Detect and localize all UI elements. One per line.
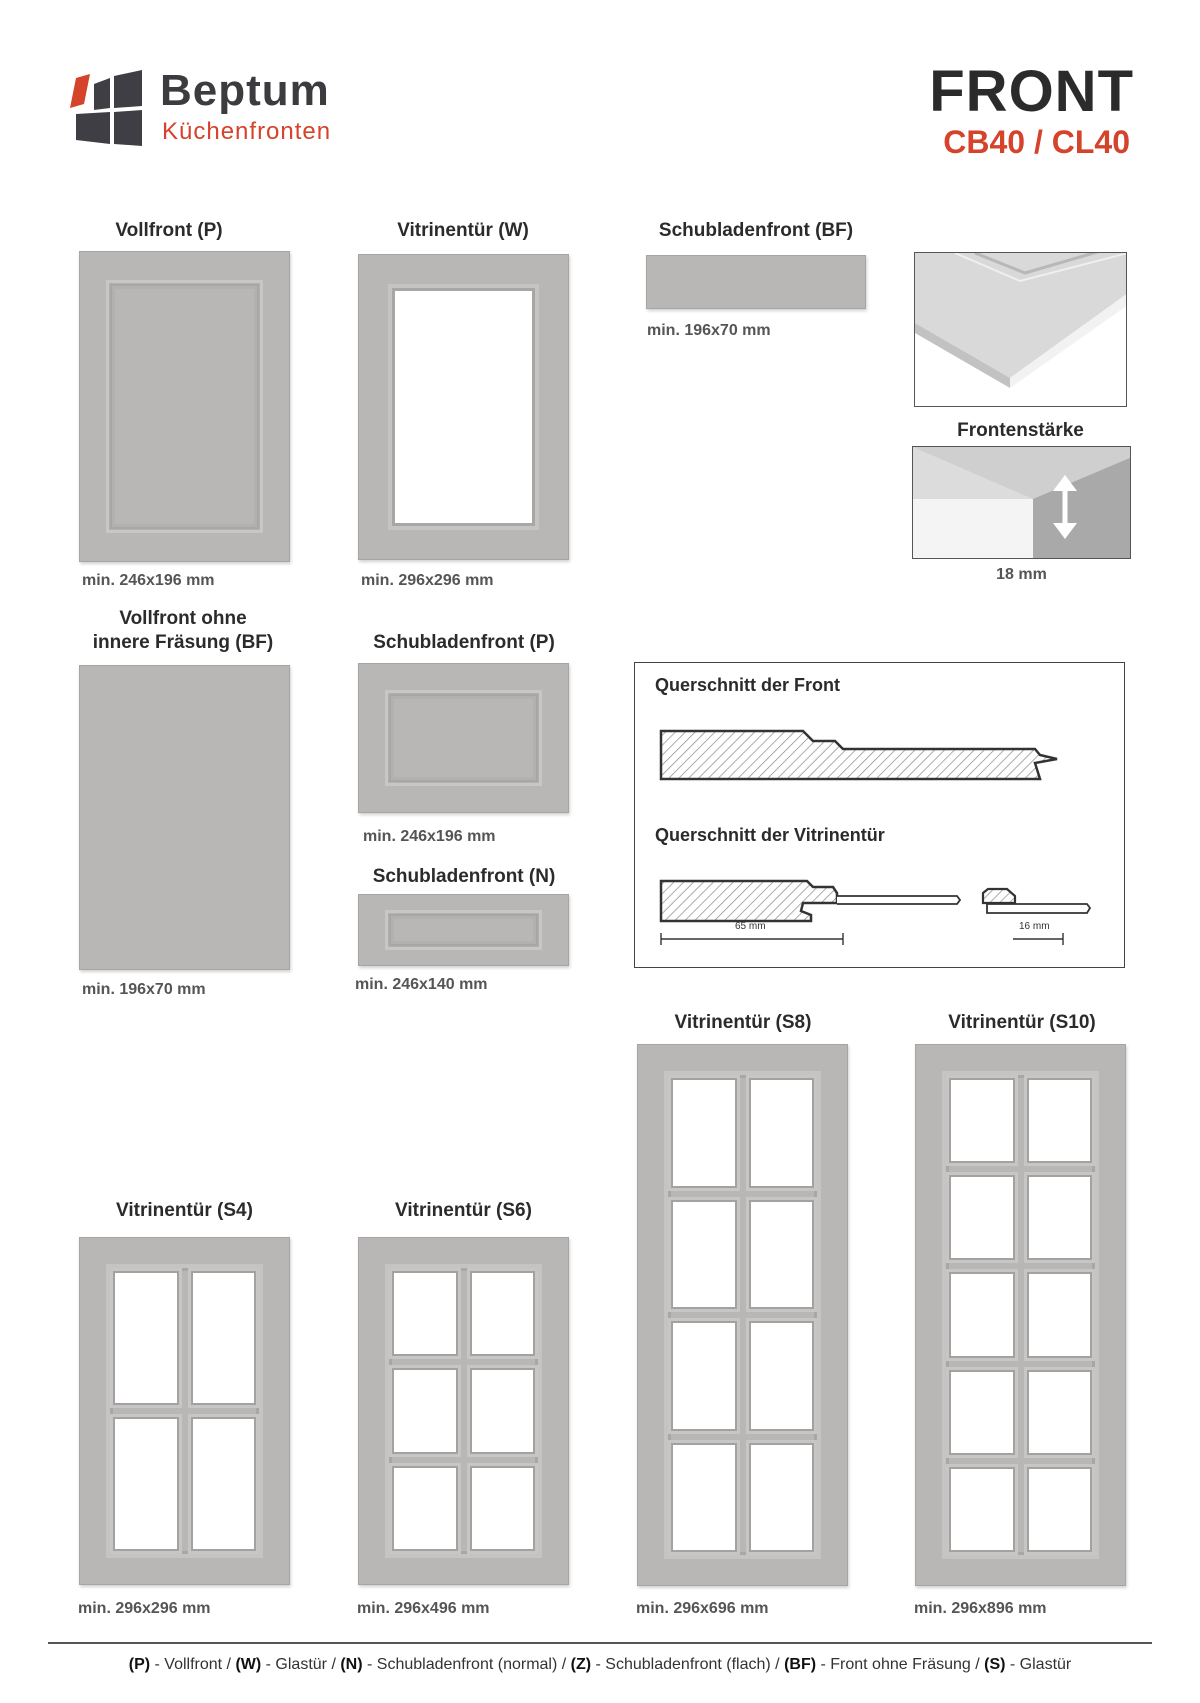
s10-min: min. 296x896 mm [914,1600,1047,1617]
schub-n-min: min. 246x140 mm [355,976,488,993]
legend-text-z: - Schubladenfront (flach) / [591,1656,785,1673]
header-models: CB40 / CL40 [943,124,1130,160]
legend-text-p: - Vollfront / [150,1656,236,1673]
legend-text-bf: - Front ohne Fräsung / [816,1656,985,1673]
schub-bf-title: Schubladenfront (BF) [658,220,854,241]
legend-text-w: - Glastür / [261,1656,341,1673]
footer-legend: (P) - Vollfront / (W) - Glastür / (N) - … [0,1656,1200,1674]
glass-pane [1026,1369,1092,1455]
vollfront-bf-panel [79,665,290,970]
schub-n-title: Schubladenfront (N) [372,866,556,887]
cross-section-box: Querschnitt der Front Querschnitt der Vi… [634,662,1125,968]
header-front: FRONT [929,59,1134,124]
glass-pane [1026,1466,1092,1552]
s4-min: min. 296x296 mm [78,1600,211,1617]
front-perspective-image [914,252,1127,407]
thickness-image [912,446,1131,559]
legend-text-s: - Glastür [1005,1656,1072,1673]
vitrine-w-panel [358,254,569,560]
vollfront-p-panel [79,251,290,562]
glass-pane [949,1369,1015,1455]
cross-section-dim-65: 65 mm [735,921,766,932]
s8-title: Vitrinentür (S8) [674,1012,812,1033]
logo-mark-icon [70,70,142,146]
s4-panel [79,1237,290,1585]
glass-frame [668,1075,817,1555]
s10-title: Vitrinentür (S10) [948,1012,1096,1033]
vollfront-bf-min: min. 196x70 mm [82,981,206,998]
brand-logo: Beptum Küchenfronten [70,66,370,148]
s8-panel [637,1044,848,1586]
glass-pane [748,1199,814,1309]
thickness-value: 18 mm [996,566,1047,583]
glass-pane [469,1465,535,1551]
glass-pane [671,1321,737,1431]
glass-pane [469,1368,535,1454]
s8-min: min. 296x696 mm [636,1600,769,1617]
legend-code-p: (P) [128,1656,151,1673]
vollfront-bf-title-1: Vollfront ohne [119,608,247,629]
glass-frame [110,1268,259,1554]
glass-pane [671,1442,737,1552]
glass-pane [1026,1175,1092,1261]
footer-divider [48,1642,1152,1644]
glass-pane [113,1417,179,1551]
glass-pane [671,1078,737,1188]
thickness-title: Frontenstärke [957,420,1084,441]
brand-subtitle: Küchenfronten [162,118,332,145]
glass-pane [949,1466,1015,1552]
cross-section-front-drawing [659,729,1092,945]
glass-frame [946,1075,1095,1555]
legend-code-bf: (BF) [784,1656,817,1673]
s6-title: Vitrinentür (S6) [395,1200,532,1221]
schub-p-title: Schubladenfront (P) [373,632,555,653]
glass-pane [469,1271,535,1357]
vollfront-p-title: Vollfront (P) [115,220,223,241]
glass-pane [1026,1272,1092,1358]
glass-pane [748,1442,814,1552]
glass-pane [748,1078,814,1188]
glass-pane [671,1199,737,1309]
glass-pane [949,1272,1015,1358]
glass-frame [389,1268,538,1554]
legend-text-n: - Schubladenfront (normal) / [362,1656,571,1673]
schub-bf-min: min. 196x70 mm [647,322,771,339]
glass-pane [113,1271,179,1405]
glass-pane [190,1271,256,1405]
s4-title: Vitrinentür (S4) [116,1200,253,1221]
legend-code-w: (W) [235,1656,262,1673]
vitrine-w-min: min. 296x296 mm [361,572,494,589]
vollfront-p-min: min. 246x196 mm [82,572,215,589]
brand-name: Beptum [160,66,330,115]
glass-pane [392,1465,458,1551]
cross-section-dim-16: 16 mm [1019,921,1050,932]
schub-n-panel [358,894,569,966]
glass-pane [949,1078,1015,1164]
glass-pane [190,1417,256,1551]
schub-p-min: min. 246x196 mm [363,828,496,845]
legend-code-n: (N) [340,1656,363,1673]
glass-pane [392,1271,458,1357]
cross-section-vitrine-title: Querschnitt der Vitrinentür [655,825,885,845]
legend-code-z: (Z) [570,1656,592,1673]
cross-section-front-title: Querschnitt der Front [655,675,841,695]
s6-panel [358,1237,569,1585]
glass-pane [748,1321,814,1431]
schub-bf-panel [646,255,866,309]
schub-p-panel [358,663,569,813]
vitrine-w-title: Vitrinentür (W) [397,220,529,241]
glass-pane [949,1175,1015,1261]
glass-pane [392,1368,458,1454]
s10-panel [915,1044,1126,1586]
legend-code-s: (S) [984,1656,1006,1673]
glass-pane [1026,1078,1092,1164]
s6-min: min. 296x496 mm [357,1600,490,1617]
vollfront-bf-title-2: innere Fräsung (BF) [92,632,274,653]
